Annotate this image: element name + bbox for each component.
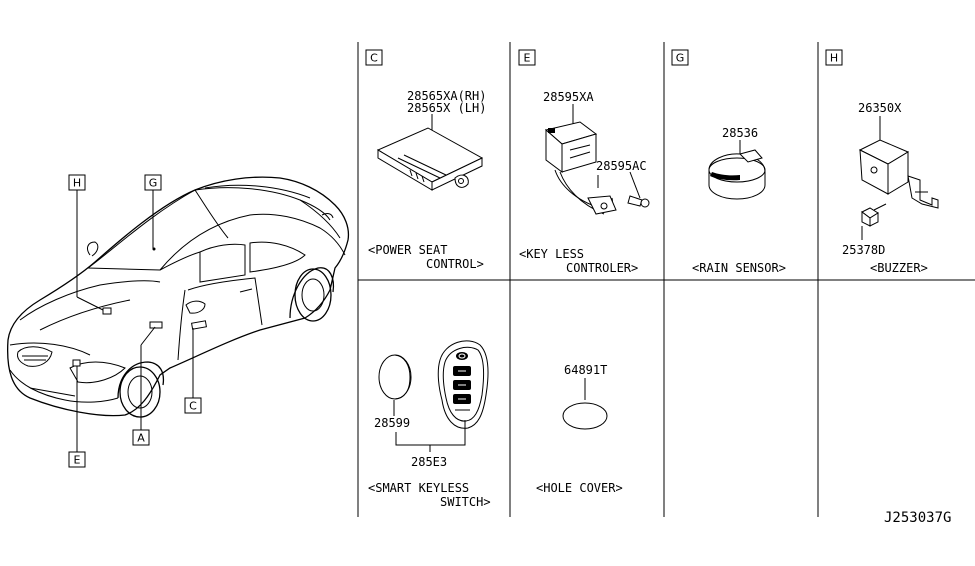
caption-smart-keyless-line2: SWITCH> — [440, 495, 491, 509]
caption-buzzer: <BUZZER> — [870, 261, 928, 275]
caption-hole-cover: <HOLE COVER> — [536, 481, 623, 495]
part-number-285e3: 285E3 — [411, 455, 447, 469]
panel-letter-box-e — [518, 49, 536, 66]
part-number-28536: 28536 — [722, 126, 758, 140]
diagram-code: J253037G — [884, 510, 951, 526]
part-number-28595ac: 28595AC — [596, 159, 647, 173]
locator-box-g: G — [144, 174, 162, 191]
part-number-28599: 28599 — [374, 416, 410, 430]
caption-smart-keyless-line1: <SMART KEYLESS — [368, 481, 469, 495]
panel-g: G 28536 <RAIN SENSOR> — [671, 49, 786, 275]
caption-keyless-line2: CONTROLER> — [566, 261, 638, 275]
caption-power-seat-line1: <POWER SEAT — [368, 243, 447, 257]
panel-smart-keyless: 28599 285E3 <SMART KEYLESS SWITCH> — [368, 340, 491, 509]
locator-label-g: G — [149, 177, 158, 190]
part-number-64891t: 64891T — [564, 363, 607, 377]
panel-e: E 28595XA 28595AC <KEY LESS CONTROLER> — [518, 49, 650, 275]
rain-sensor-drawing — [708, 149, 766, 200]
locator-label-h: H — [73, 177, 81, 190]
panel-letter-box-c — [365, 49, 383, 66]
grid-lines — [357, 42, 975, 517]
part-number-28595xa: 28595XA — [543, 90, 594, 104]
coin-battery-drawing — [378, 354, 412, 400]
panel-letter-e: E — [524, 52, 531, 65]
caption-keyless-line1: <KEY LESS — [519, 247, 584, 261]
panel-h: H 26350X 25378D <BUZZER> — [825, 49, 939, 275]
power-seat-control-unit-drawing — [376, 127, 484, 191]
locator-label-c: C — [189, 400, 197, 413]
panel-hole-cover: 64891T <HOLE COVER> — [536, 363, 623, 495]
panel-letter-g: G — [676, 52, 685, 65]
part-number-28565xa: 28565XA(RH) — [407, 89, 486, 103]
locator-box-h: H — [68, 174, 86, 191]
locator-box-c: C — [184, 397, 202, 414]
panel-letter-box-h — [825, 49, 843, 66]
hole-cover-drawing — [562, 402, 608, 430]
smart-key-fob-drawing — [437, 340, 489, 429]
panel-letter-h: H — [830, 52, 838, 65]
panel-letter-c: C — [370, 52, 378, 65]
locator-box-e: E — [68, 451, 86, 468]
keyless-controler-unit-drawing — [544, 121, 650, 215]
locator-box-a: A — [132, 429, 150, 446]
locator-label-e: E — [74, 454, 81, 467]
car-overview-drawing — [6, 176, 350, 452]
panel-c: C 28565XA(RH) 28565X (LH) <POWER SEAT CO… — [365, 49, 486, 271]
caption-rain-sensor: <RAIN SENSOR> — [692, 261, 786, 275]
part-number-26350x: 26350X — [858, 101, 902, 115]
locator-label-a: A — [137, 432, 145, 445]
caption-power-seat-line2: CONTROL> — [426, 257, 484, 271]
part-number-25378d: 25378D — [842, 243, 885, 257]
buzzer-drawing — [858, 139, 939, 240]
panel-letter-box-g — [671, 49, 689, 66]
part-number-28565x: 28565X (LH) — [407, 101, 486, 115]
